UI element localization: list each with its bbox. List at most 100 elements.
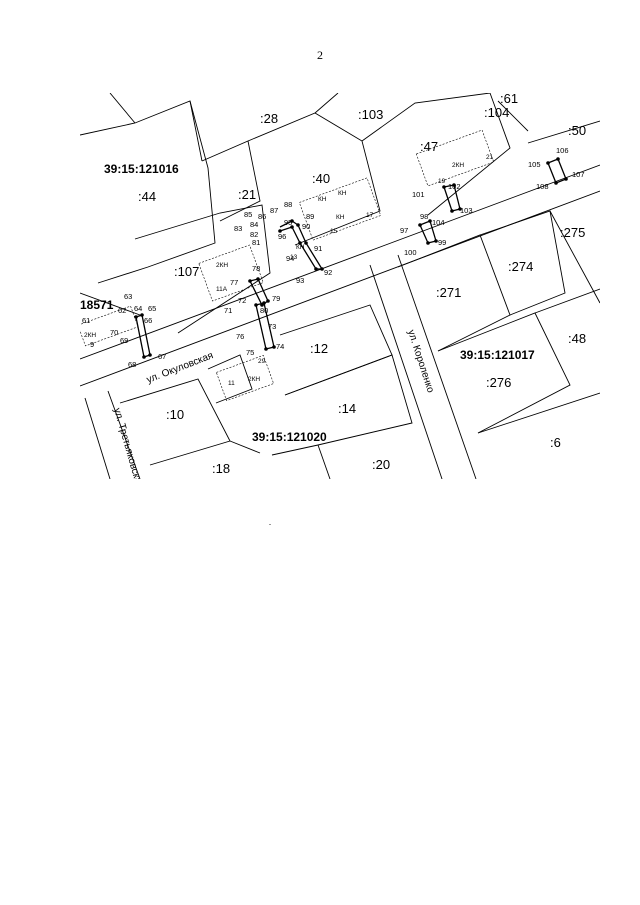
point-67: 67 [158, 352, 166, 361]
tretyakovskaya-edge-right [107, 390, 141, 479]
building-label-kn-a: КН [318, 196, 327, 203]
building-107 [198, 244, 264, 302]
point-96: 96 [278, 232, 286, 241]
point-101: 101 [412, 190, 425, 199]
boundary-10-18 [229, 440, 261, 454]
point-98: 98 [420, 212, 428, 221]
parcel-label-103: :103 [358, 107, 383, 122]
parcel-21-boundary [201, 140, 261, 222]
parcel-label-10: :10 [166, 407, 184, 422]
point-79: 79 [272, 294, 280, 303]
parcel-label-44: :44 [138, 189, 156, 204]
parcel-label-20: :20 [372, 457, 390, 472]
point-61: 61 [82, 316, 90, 325]
building-label-2kn-w: 2КН [84, 332, 96, 339]
korolenko-edge-right [397, 254, 477, 479]
parcel-label-14: :14 [338, 401, 356, 416]
point-102: 102 [448, 182, 461, 191]
parcel-label-47: :47 [420, 139, 438, 154]
point-106: 106 [556, 146, 569, 155]
block-label-w: 18571 [80, 298, 114, 312]
parcel-10-boundary [119, 378, 231, 466]
building-label-11a: 11А [216, 286, 228, 293]
point-90: 90 [302, 222, 310, 231]
parcel-47-boundary [361, 93, 511, 216]
point-108: 108 [536, 182, 549, 191]
building-label-17: 17 [366, 212, 374, 219]
building-label-29: 29 [258, 358, 266, 365]
point-65: 65 [148, 304, 156, 313]
boundary-6 [477, 392, 600, 434]
parcel-label-40: :40 [312, 171, 330, 186]
building-label-2kn-12: 2КН [248, 376, 260, 383]
point-75: 75 [246, 348, 254, 357]
parcel-271-boundary [397, 234, 511, 352]
point-76: 76 [236, 332, 244, 341]
point-80: 80 [260, 306, 268, 315]
parcel-label-50: :50 [568, 123, 586, 138]
building-label-11: 11 [228, 380, 235, 387]
building-label-21: 21 [486, 154, 494, 161]
building-label-15: 15 [330, 228, 338, 235]
point-105: 105 [528, 160, 541, 169]
point-92: 92 [324, 268, 332, 277]
block-label-se: 39:15:121017 [460, 348, 535, 362]
korolenko-edge-left [369, 264, 443, 479]
point-99: 99 [438, 238, 446, 247]
parcel-276-boundary [437, 312, 571, 434]
parcel-label-48: :48 [568, 331, 586, 346]
point-107: 107 [572, 170, 585, 179]
point-70: 70 [110, 328, 118, 337]
point-89: 89 [306, 212, 314, 221]
point-93: 93 [296, 276, 304, 285]
point-66: 66 [144, 316, 152, 325]
point-104: 104 [432, 218, 445, 227]
point-91: 91 [314, 244, 322, 253]
parcel-label-276: :276 [486, 375, 511, 390]
point-71: 71 [224, 306, 232, 315]
block-label-s: 39:15:121020 [252, 430, 327, 444]
parcel-label-274: :274 [508, 259, 533, 274]
parcel-label-104: :104 [484, 105, 509, 120]
parcel-label-275: :275 [560, 225, 585, 240]
point-64: 64 [134, 304, 142, 313]
building-label-2kn-107: 2КН [216, 262, 228, 269]
parcel-label-6: :6 [550, 435, 561, 450]
building-label-kn-b: КН [338, 190, 347, 197]
parcel-103-boundary [314, 93, 339, 114]
boundary-44-top [109, 93, 136, 124]
point-84: 84 [250, 220, 258, 229]
point-78: 78 [252, 264, 260, 273]
point-87: 87 [270, 206, 278, 215]
point-81: 81 [252, 238, 260, 247]
point-83: 83 [234, 224, 242, 233]
street-okulovskaya: ул. Окуловская [145, 350, 215, 386]
point-85: 85 [244, 210, 252, 219]
street-korolenko: ул. Короленко [405, 329, 436, 395]
point-94: 94 [286, 254, 294, 263]
point-73: 73 [268, 322, 276, 331]
building-40 [298, 177, 382, 241]
parcel-14-boundary [271, 354, 413, 456]
point-82: 82 [250, 230, 258, 239]
boundary-104-61 [497, 100, 529, 132]
building-label-19: 19 [438, 178, 446, 185]
parcel-label-9: 9 [90, 340, 94, 349]
block-label-nw: 39:15:121016 [104, 162, 179, 176]
parcel-48-boundary [534, 288, 600, 314]
point-72: 72 [238, 296, 246, 305]
point-77: 77 [230, 278, 238, 287]
point-74: 74 [276, 342, 284, 351]
point-68: 68 [128, 360, 136, 369]
point-97: 97 [400, 226, 408, 235]
point-63: 63 [124, 292, 132, 301]
boundary-275 [549, 210, 600, 304]
cadastral-map: 39:15:121016 39:15:121017 39:15:121020 1… [80, 93, 600, 479]
boundary-44-w [80, 292, 141, 316]
point-100: 100 [404, 248, 417, 257]
parcel-label-61: :61 [500, 93, 518, 106]
parcel-label-12: :12 [310, 341, 328, 356]
parcel-label-28: :28 [260, 111, 278, 126]
page-number: 2 [317, 48, 323, 62]
building-label-13: 13 [290, 254, 298, 261]
